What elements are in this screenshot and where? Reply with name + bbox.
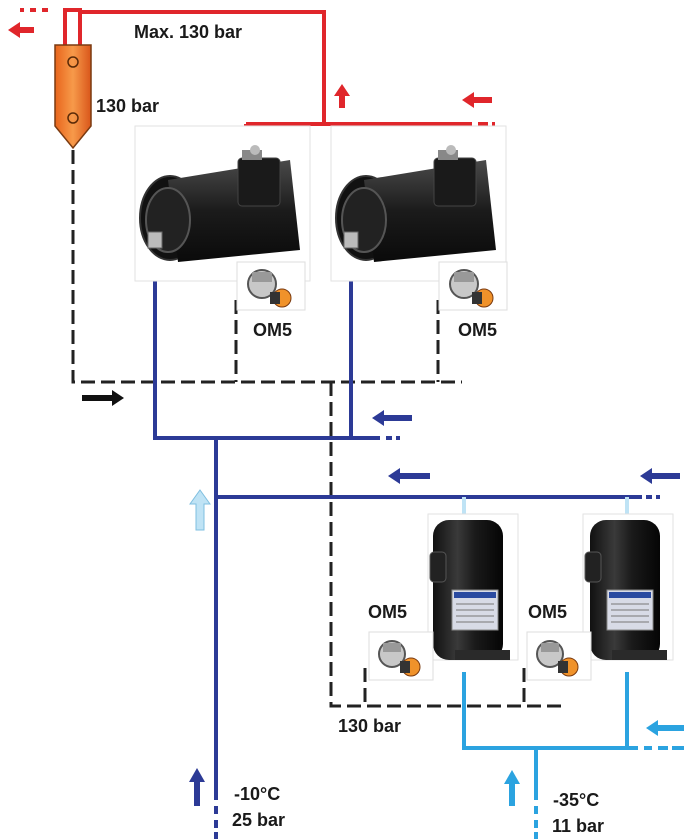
oil-separator-icon xyxy=(54,44,92,150)
lt-suction-stub-icons xyxy=(462,497,629,516)
mt-temperature-label: -10°C xyxy=(234,784,280,804)
om5-oil-level-regulator-icon xyxy=(438,261,508,311)
arrow-left-icon xyxy=(640,468,680,484)
reciprocating-compressor-icon xyxy=(134,125,311,282)
mt-suction-left xyxy=(153,262,380,440)
om5-label-top-right: OM5 xyxy=(458,320,497,340)
scroll-compressor-icon xyxy=(427,513,519,661)
lt-suction-left xyxy=(462,672,638,750)
arrow-left-icon xyxy=(462,92,492,108)
arrow-up-icon xyxy=(189,489,211,531)
lt-temperature-label: -35°C xyxy=(553,790,599,810)
mt-suction-lines xyxy=(153,262,660,839)
scroll-compressor-icon xyxy=(582,513,674,661)
oil-line-vertical xyxy=(329,382,562,708)
arrow-right-icon xyxy=(82,390,124,406)
arrow-up-icon xyxy=(334,84,350,108)
lt-pressure-label: 11 bar xyxy=(552,816,604,836)
om5-oil-level-regulator-icon xyxy=(526,631,592,681)
oil-return-pressure-label: 130 bar xyxy=(338,716,401,736)
separator-pressure-label: 130 bar xyxy=(96,96,159,116)
om5-label-bottom-right: OM5 xyxy=(528,602,567,622)
oil-lines xyxy=(71,150,562,708)
arrow-up-icon xyxy=(189,768,205,806)
lt-suction-lines xyxy=(462,672,684,839)
arrow-left-icon xyxy=(388,468,430,484)
om5-oil-level-regulator-icon xyxy=(368,631,434,681)
arrow-up-icon xyxy=(504,770,520,806)
mt-pressure-label: 25 bar xyxy=(232,810,285,830)
discharge-main-line xyxy=(63,8,326,124)
arrow-left-icon xyxy=(372,410,412,426)
arrow-left-icon xyxy=(646,720,684,736)
arrow-left-icon xyxy=(8,22,34,38)
om5-label-bottom-left: OM5 xyxy=(368,602,407,622)
om5-oil-level-regulator-icon xyxy=(236,261,306,311)
om5-label-top-left: OM5 xyxy=(253,320,292,340)
reciprocating-compressor-icon xyxy=(330,125,507,282)
max-pressure-label: Max. 130 bar xyxy=(134,22,242,42)
